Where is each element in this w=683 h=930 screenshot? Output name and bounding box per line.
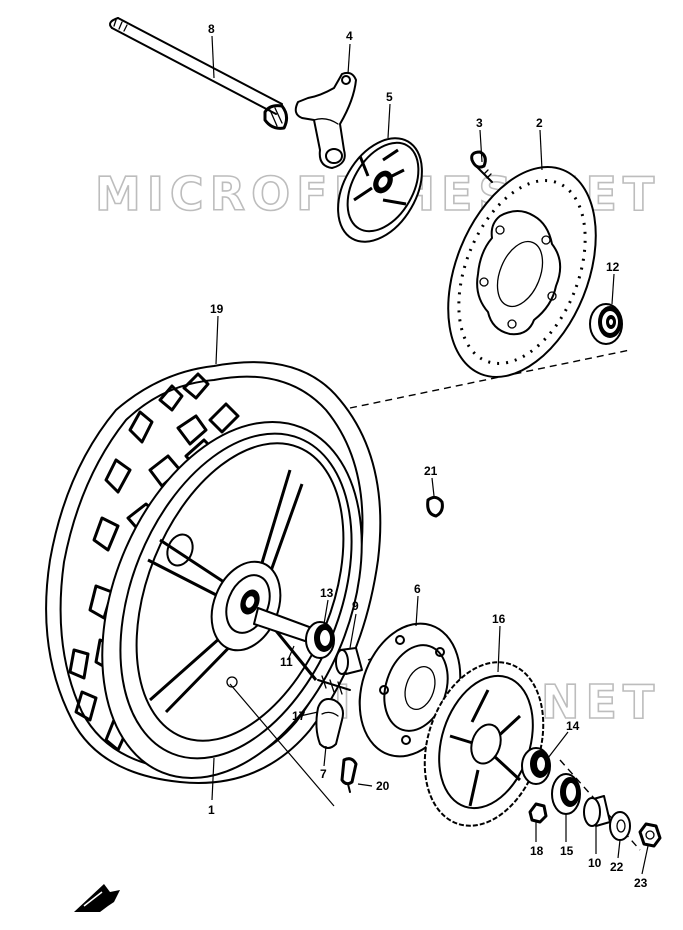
leader-lines	[211, 35, 649, 875]
sprocket-spacer	[583, 795, 611, 827]
sprocket-bearing	[521, 747, 551, 785]
callout-13: 13	[320, 586, 334, 600]
callout-19: 19	[210, 302, 224, 316]
axle	[109, 17, 289, 130]
disc-bolt	[470, 150, 493, 183]
collar	[335, 647, 363, 675]
callout-10: 10	[588, 856, 602, 870]
bearing-right	[589, 303, 623, 345]
callout-20: 20	[376, 779, 390, 793]
callout-16: 16	[492, 612, 506, 626]
callout-22: 22	[610, 860, 624, 874]
damper-key	[426, 495, 444, 518]
nut-small	[528, 802, 548, 824]
cush-rubber	[315, 675, 351, 749]
callout-7: 7	[320, 767, 327, 781]
axle-nut	[638, 822, 662, 848]
callout-2: 2	[536, 116, 543, 130]
chain-adjuster-bracket	[294, 71, 357, 169]
rear-sprocket	[423, 661, 545, 827]
callout-6-upper: 6	[414, 582, 421, 596]
callout-5: 5	[386, 90, 393, 104]
callout-4: 4	[346, 29, 353, 43]
callout-18: 18	[530, 844, 544, 858]
callout-3: 3	[476, 116, 483, 130]
callout-21: 21	[424, 464, 438, 478]
callout-14: 14	[566, 719, 580, 733]
front-direction-arrow	[74, 884, 120, 912]
callout-1: 1	[208, 803, 215, 817]
callout-axle: 8	[208, 22, 215, 36]
tire-valve	[340, 757, 358, 793]
callout-15: 15	[560, 844, 574, 858]
brake-carrier	[337, 137, 423, 243]
callout-11: 11	[280, 655, 293, 669]
bearing-left	[305, 621, 335, 659]
callout-12: 12	[606, 260, 620, 274]
oil-seal	[551, 773, 581, 815]
callout-23: 23	[634, 876, 648, 890]
washer	[609, 811, 631, 841]
brake-disc	[447, 166, 597, 378]
callouts: 5 8 4 5 3 2 12 19 21 13 9 6 16 11 14 17 …	[208, 22, 648, 890]
callout-9: 9	[352, 599, 359, 613]
callout-17: 17	[292, 709, 306, 723]
